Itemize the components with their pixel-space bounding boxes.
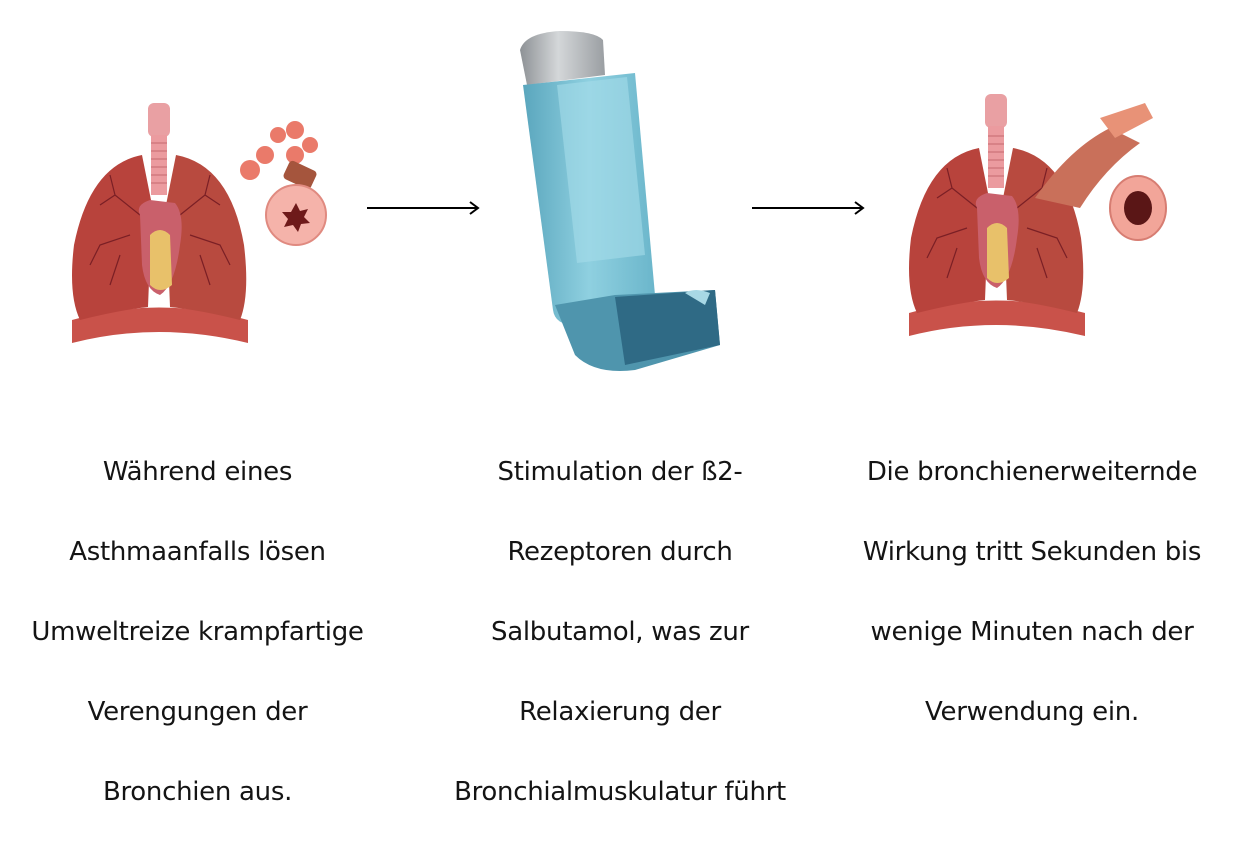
step-1-caption: Während eines Asthmaanfalls lösen Umwelt… (0, 412, 395, 852)
arrow-right-icon (750, 198, 868, 218)
caption-line: Relaxierung der (519, 697, 721, 727)
arrow-right-icon (365, 198, 483, 218)
step-2-caption: Stimulation der ß2- Rezeptoren durch Sal… (420, 412, 820, 852)
lungs-icon (909, 94, 1167, 336)
caption-line: wenige Minuten nach der (870, 617, 1194, 647)
caption-line: Verengungen der (87, 697, 308, 727)
caption-line: Asthmaanfalls lösen (69, 537, 326, 567)
caption-line: Bronchien aus. (102, 777, 293, 807)
caption-line: Wirkung tritt Sekunden bis (862, 537, 1202, 567)
caption-line: Rezeptoren durch (507, 537, 733, 567)
inhaler-illustration (515, 25, 730, 385)
lungs-dilated-illustration (895, 88, 1180, 348)
caption-line: Die bronchienerweiternde (866, 457, 1198, 487)
lungs-icon (72, 103, 327, 343)
caption-line: Umweltreize krampfartige (31, 617, 364, 647)
caption-line: Salbutamol, was zur (491, 617, 749, 647)
caption-line: Stimulation der ß2- (497, 457, 743, 487)
inhaler-icon (520, 31, 720, 371)
lungs-constricted-illustration (60, 95, 340, 355)
caption-line: Während eines (102, 457, 293, 487)
caption-line: Bronchialmuskulatur führt (454, 777, 786, 807)
step-3-caption: Die bronchienerweiternde Wirkung tritt S… (832, 412, 1232, 772)
caption-line: Verwendung ein. (925, 697, 1139, 727)
